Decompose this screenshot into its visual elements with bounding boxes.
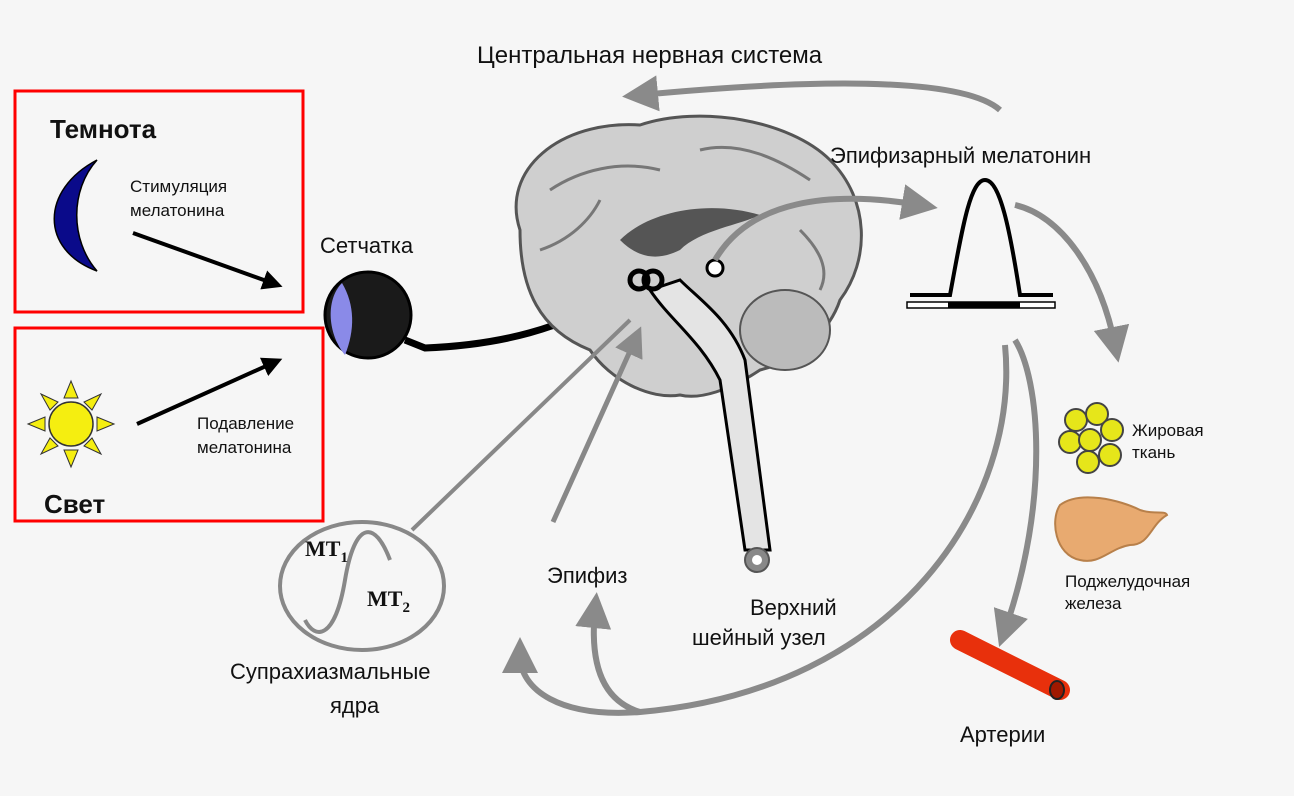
mt-wave bbox=[303, 530, 392, 634]
light-label: Свет bbox=[44, 489, 106, 519]
arteries-label: Артерии bbox=[960, 722, 1045, 747]
adipose-label-1: Жировая bbox=[1132, 421, 1204, 440]
to-artery-arrow bbox=[993, 338, 1040, 648]
artery-icon bbox=[950, 630, 1070, 700]
suppression-label-2: мелатонина bbox=[197, 438, 292, 457]
mt2-label: MT2 bbox=[367, 586, 410, 616]
scn-label-2: ядра bbox=[330, 693, 380, 718]
to-tissue-arrow bbox=[1014, 202, 1130, 363]
cns-arrow bbox=[622, 75, 1002, 113]
melatonin-peak-graph bbox=[906, 177, 1056, 309]
to-pineal-arrow bbox=[575, 592, 641, 715]
retina-label: Сетчатка bbox=[320, 233, 414, 258]
stimulation-label-2: мелатонина bbox=[130, 201, 225, 220]
scn-connector bbox=[410, 318, 632, 532]
darkness-label: Темнота bbox=[50, 114, 157, 144]
ganglion-label-1: Верхний bbox=[750, 595, 837, 620]
suppression-label-1: Подавление bbox=[197, 414, 294, 433]
cns-label: Центральная нервная система bbox=[477, 42, 823, 69]
adipose-label-2: ткань bbox=[1132, 443, 1175, 462]
scn-label-1: Супрахиазмальные bbox=[230, 659, 431, 684]
brain-illustration bbox=[514, 114, 863, 573]
moon-icon bbox=[53, 159, 98, 272]
stimulation-arrow bbox=[132, 231, 283, 290]
pineal-pointer-arrow bbox=[550, 326, 643, 524]
suppression-arrow bbox=[136, 357, 283, 426]
eye-icon bbox=[323, 270, 413, 360]
mt1-label: MT1 bbox=[305, 536, 348, 566]
sun-icon bbox=[26, 379, 116, 469]
pineal-melatonin-label: Эпифизарный мелатонин bbox=[830, 143, 1091, 168]
darkness-box bbox=[13, 89, 305, 314]
brain-to-melatonin-arrow bbox=[712, 184, 938, 262]
pancreas-icon bbox=[1054, 496, 1169, 562]
stimulation-label-1: Стимуляция bbox=[130, 177, 227, 196]
ganglion-label-2: шейный узел bbox=[692, 625, 826, 650]
pancreas-label-2: железа bbox=[1065, 594, 1122, 613]
adipose-icon bbox=[1058, 402, 1124, 474]
scn-circle bbox=[278, 520, 446, 652]
to-scn-arrow bbox=[502, 344, 1010, 716]
pancreas-label-1: Поджелудочная bbox=[1065, 572, 1190, 591]
pineal-label: Эпифиз bbox=[547, 563, 628, 588]
light-box bbox=[13, 326, 325, 523]
